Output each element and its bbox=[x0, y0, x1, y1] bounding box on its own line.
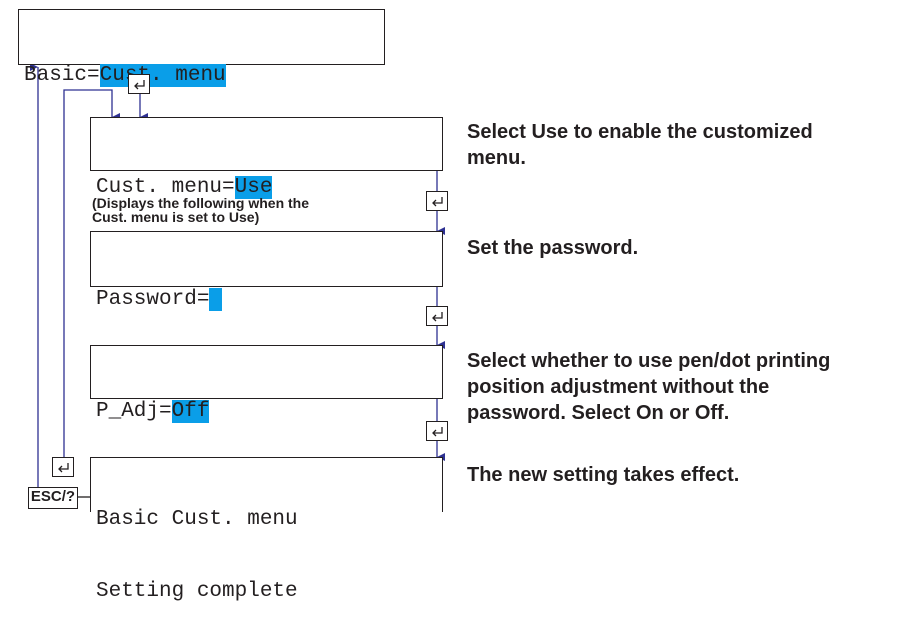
cust-menu-prefix: Cust. menu= bbox=[96, 176, 235, 199]
lcd-cust-menu-screen: Cust. menu=Use bbox=[90, 117, 443, 199]
enter-key-icon bbox=[426, 306, 448, 326]
arrow-loop-back-to-custmenu bbox=[63, 89, 120, 460]
padj-prefix: P_Adj= bbox=[96, 400, 172, 423]
lcd-basic-screen: Basic=Cust. menu bbox=[18, 9, 385, 87]
desc-password: Set the password. bbox=[467, 237, 639, 259]
enter-key-icon bbox=[128, 74, 150, 94]
complete-line-2: Setting complete bbox=[96, 580, 298, 603]
lcd-password-screen: Password= bbox=[90, 231, 443, 311]
basic-prefix: Basic= bbox=[24, 64, 100, 87]
enter-key-icon bbox=[426, 191, 448, 211]
esc-key-label: ESC/? bbox=[28, 487, 78, 509]
note-displays-when-use: (Displays the following when the Cust. m… bbox=[92, 195, 310, 225]
lcd-padj-screen: P_Adj=Off bbox=[90, 345, 443, 423]
desc-cust-menu: Select Use to enable the customized menu… bbox=[467, 121, 813, 169]
desc-padj: Select whether to use pen/dot printing p… bbox=[467, 350, 831, 424]
lcd-complete-screen: Basic Cust. menu Setting complete bbox=[90, 457, 443, 603]
padj-value-highlight: Off bbox=[171, 400, 210, 423]
enter-key-icon bbox=[52, 457, 74, 477]
password-prefix: Password= bbox=[96, 288, 210, 311]
cust-menu-value-highlight: Use bbox=[234, 176, 273, 199]
password-cursor-highlight bbox=[209, 288, 223, 311]
enter-key-icon bbox=[426, 421, 448, 441]
desc-complete: The new setting takes effect. bbox=[467, 464, 740, 486]
basic-value-highlight: Cust. menu bbox=[99, 64, 226, 87]
